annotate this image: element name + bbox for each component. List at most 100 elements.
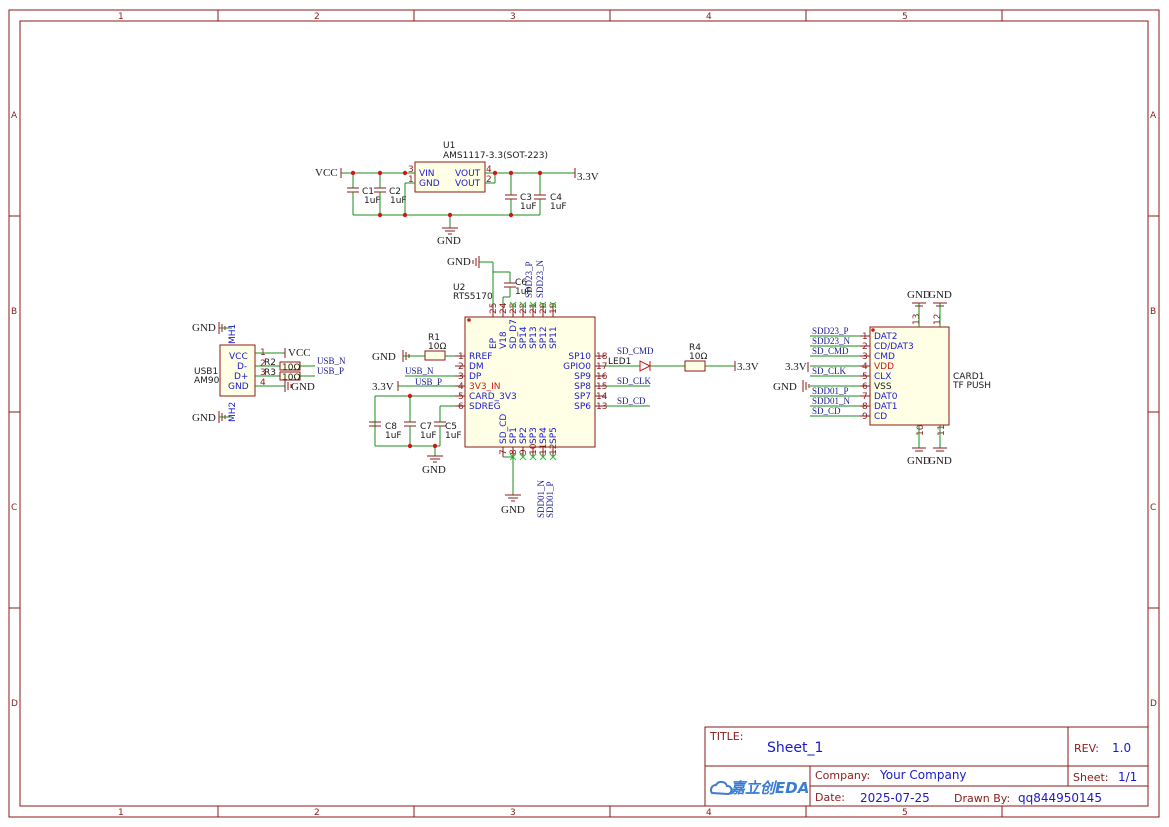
u2-top-pin-name: V18 <box>499 331 509 349</box>
u2-top-pin-name: SD_D7 <box>509 319 519 349</box>
c8-ref: C8 <box>385 422 397 432</box>
usb1-body[interactable] <box>219 344 256 397</box>
card-pin-num: 7 <box>862 392 868 402</box>
u2-right-pin-name: SP6 <box>574 402 591 412</box>
card-pin-num: 3 <box>862 352 868 362</box>
u2-right-pin-name: SP10 <box>568 352 591 362</box>
u2-left-pin-num: 1 <box>458 352 464 362</box>
card1-value: TF PUSH <box>952 381 991 391</box>
u2-sd-cd-net: SD_CD <box>617 396 646 406</box>
u2-top-pin-name: SP11 <box>549 326 559 349</box>
c3-value: 1uF <box>520 202 537 212</box>
col-label-1-bottom: 1 <box>118 808 124 818</box>
usb-vcc-label: VCC <box>288 347 311 359</box>
u2-bottom-pin-name: SP5 <box>549 427 559 444</box>
r3-ref: R3 <box>264 368 276 378</box>
u2-bottom-pin-num: 9 <box>519 449 529 455</box>
u1-pinnum-3: 3 <box>408 165 414 175</box>
led1-symbol[interactable] <box>639 360 652 372</box>
u2-left-pin-name: 3V3_IN <box>469 382 501 392</box>
u2-bottom-pin-name: SP3 <box>529 427 539 444</box>
card1-body[interactable] <box>869 326 950 426</box>
col-label-2: 2 <box>314 12 320 22</box>
card-pin-name: DAT0 <box>874 392 898 402</box>
col-label-3-bottom: 3 <box>510 808 516 818</box>
r1-body[interactable] <box>424 350 446 361</box>
card-gnd-top-left: GND <box>907 289 931 301</box>
u2-ref: U2 <box>453 283 465 293</box>
c5-value: 1uF <box>445 431 462 441</box>
card-3v3-label: 3.3V <box>785 361 807 373</box>
card-pin-name: VDD <box>874 362 894 372</box>
row-label-a: A <box>11 111 18 121</box>
r3-value: 10Ω <box>282 373 300 383</box>
card-pin-name: VSS <box>874 382 892 392</box>
col-label-2-bottom: 2 <box>314 808 320 818</box>
u2-right-pin-num: 16 <box>596 372 608 382</box>
card-pin-num: 4 <box>862 362 868 372</box>
c1-ref: C1 <box>362 187 374 197</box>
u2-value: RTS5170 <box>453 292 493 302</box>
u2-right-pin-num: 18 <box>596 352 608 362</box>
u2-bottom-pin-num: 12 <box>549 444 559 455</box>
drawn-by-value: qq844950145 <box>1018 791 1102 805</box>
u2-bottom-pin-num: 10 <box>529 443 539 455</box>
usb-gnd-bottom-label: GND <box>192 412 216 424</box>
u2-bottom-pin-name: SP4 <box>539 427 549 444</box>
u1-body[interactable] <box>414 161 486 193</box>
sheet-value: 1/1 <box>1118 770 1137 784</box>
u2-bottom-gnd-label: GND <box>501 504 525 516</box>
usb-n-net: USB_N <box>317 356 346 366</box>
u2-top-pin-num: 21 <box>529 303 539 314</box>
u2-top-pin-num: 20 <box>539 302 549 314</box>
c2-value: 1uF <box>390 196 407 206</box>
u1-pin-vout2: VOUT <box>455 179 481 189</box>
title-label: TITLE: <box>709 730 743 743</box>
u2-left-pin-name: CARD_3V3 <box>469 392 517 402</box>
u2-bottom-pin-num: 11 <box>539 444 549 455</box>
card-net-label: SDD01_P <box>812 386 849 396</box>
drawn-by-label: Drawn By: <box>954 792 1010 805</box>
u2-right-pin-num: 17 <box>596 362 607 372</box>
u2-bottom-pin-num: 7 <box>499 449 509 455</box>
u2-body[interactable] <box>464 316 596 448</box>
v33-out-label: 3.3V <box>577 171 599 183</box>
usb-section: VCC D- D+ GND USB1 AM90 1 2 3 4 MH1 GND … <box>192 322 346 424</box>
sdd23-n-top-net: SDD23_N <box>535 259 545 298</box>
r4-body[interactable] <box>684 360 706 372</box>
card-gnd-bottom-left: GND <box>907 455 931 467</box>
card-gnd-top-right: GND <box>928 289 952 301</box>
u2-bottom-pin-name: SD_CD <box>499 414 509 444</box>
col-label-4-bottom: 4 <box>706 808 712 818</box>
card-pin-name: CMD <box>874 352 895 362</box>
row-label-c: C <box>11 503 17 513</box>
u2-left-pin-name: RREF <box>469 352 492 362</box>
card-pin-num: 5 <box>862 372 868 382</box>
u2-right-pin-num: 15 <box>596 382 607 392</box>
usb1-pin-vcc: VCC <box>229 352 248 362</box>
u1-pin-gnd: GND <box>419 179 440 189</box>
usb-gnd-pin-label: GND <box>291 381 315 393</box>
u2-top-pin-name: SP13 <box>529 326 539 349</box>
u2-left-pin-name: DM <box>469 362 484 372</box>
u2-sd-cmd-net: SD_CMD <box>617 346 654 356</box>
date-label: Date: <box>815 791 845 804</box>
sdd01-p-bottom-net: SDD01_P <box>545 481 555 518</box>
u1-pin-vin: VIN <box>419 169 435 179</box>
card-net-label: SDD23_N <box>812 336 851 346</box>
sdd23-p-top-net: SDD23_P <box>524 261 534 298</box>
sheet-frame: 1 2 3 4 5 1 2 3 4 5 A B C D A B C D <box>8 9 1160 818</box>
r4-3v3-label: 3.3V <box>737 361 759 373</box>
card-pin-11: 11 <box>937 425 947 436</box>
u2-left-pin-num: 4 <box>458 382 464 392</box>
c4-value: 1uF <box>550 202 567 212</box>
u2-right-pin-name: SP9 <box>574 372 591 382</box>
company-label: Company: <box>815 769 870 782</box>
col-label-5-bottom: 5 <box>902 808 908 818</box>
u2-left-pin-num: 3 <box>458 372 464 382</box>
u1-pin-vout1: VOUT <box>455 169 481 179</box>
r4-value: 10Ω <box>689 352 707 362</box>
